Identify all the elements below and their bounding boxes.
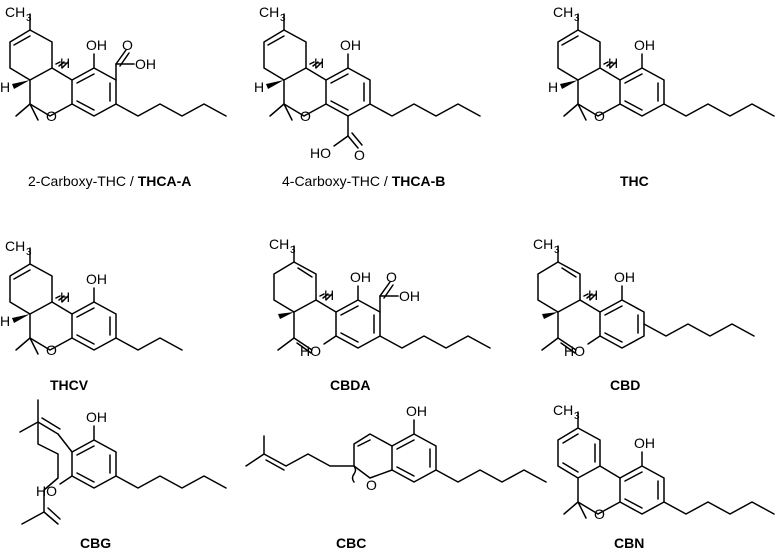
- oxygen-label: O: [46, 342, 57, 358]
- hydroxyl-label: OH: [86, 409, 107, 425]
- hydroxyl-label: OH: [86, 271, 107, 287]
- methyl-label: [259, 4, 286, 24]
- hydroxyl-label: OH: [406, 403, 427, 419]
- hydrogen-label: H: [314, 55, 324, 71]
- acid-o-label: O: [386, 269, 397, 285]
- methyl-label: [533, 236, 560, 256]
- methyl-label: [553, 402, 580, 422]
- methyl-label: [5, 4, 32, 24]
- structure-thcv: OH H H O: [0, 238, 183, 358]
- pentyl-chain: [369, 103, 481, 117]
- hydrogen-label: H: [0, 313, 10, 329]
- structure-cbd: OH H HO: [533, 236, 755, 359]
- hydrogen-label: H: [548, 79, 558, 95]
- structure-cbc: OH O: [245, 403, 547, 493]
- structure-cbda: OH H HO O OH: [269, 236, 491, 359]
- caption-cbn: CBN: [614, 535, 644, 551]
- hydrogen-label: H: [608, 55, 618, 71]
- caption-thca-b: 4-Carboxy-THC / THCA-B: [282, 173, 445, 189]
- hydrogen-label: H: [588, 287, 598, 303]
- structure-thca-b: OH H H O HO O: [254, 4, 481, 163]
- acid-o-label: O: [354, 147, 365, 163]
- oxygen-label: O: [366, 477, 377, 493]
- acid-o-label: O: [122, 37, 133, 53]
- caption-thca-a: 2-Carboxy-THC / THCA-A: [28, 173, 191, 189]
- hydrogen-label: H: [0, 79, 10, 95]
- hydrogen-label: H: [254, 79, 264, 95]
- carboxyl-group: [115, 49, 135, 81]
- caption-cbg: CBG: [80, 535, 111, 551]
- oxygen-label: O: [46, 108, 57, 124]
- carboxyl-group: [379, 281, 399, 313]
- oxygen-label: O: [594, 506, 605, 522]
- caption-cbda: CBDA: [330, 377, 370, 393]
- hydroxyl-label: OH: [634, 435, 655, 451]
- hydroxyl-label-lower: HO: [36, 483, 57, 499]
- pentyl-chain: [663, 103, 775, 117]
- structure-thca-a: OH H H O O OH: [0, 4, 227, 124]
- hydroxyl-label-lower: HO: [300, 343, 321, 359]
- hydrogen-label: H: [60, 289, 70, 305]
- methyl-label: [269, 236, 296, 256]
- structure-cbn: OH O: [553, 402, 775, 522]
- hydroxyl-label: OH: [614, 269, 635, 285]
- pentyl-chain: [435, 469, 547, 483]
- hydroxyl-label: OH: [634, 37, 655, 53]
- methyl-label: [5, 238, 32, 258]
- caption-thcv: THCV: [50, 377, 89, 393]
- hydrogen-label: H: [60, 55, 70, 71]
- pentyl-chain: [379, 335, 491, 349]
- structure-thc: OH H H O: [548, 4, 775, 124]
- acid-oh-label: OH: [399, 288, 420, 304]
- methyl-label: [553, 4, 580, 24]
- caption-thc: THC: [620, 173, 649, 189]
- hydroxyl-label: OH: [340, 37, 361, 53]
- structure-cbg: OH HO: [19, 399, 227, 525]
- hydroxyl-label: OH: [86, 37, 107, 53]
- caption-cbd: CBD: [610, 377, 640, 393]
- hydrogen-label: H: [324, 287, 334, 303]
- oxygen-label: O: [300, 108, 311, 124]
- hydroxyl-label-lower: HO: [564, 343, 585, 359]
- pentyl-chain: [115, 475, 227, 489]
- oxygen-label: O: [594, 108, 605, 124]
- pentyl-chain: [643, 323, 755, 337]
- acid-oh-label: OH: [135, 56, 156, 72]
- acid-ho-label: HO: [310, 145, 331, 161]
- pentyl-chain: [663, 501, 775, 515]
- pentyl-chain: [115, 103, 227, 117]
- hydroxyl-label: OH: [350, 269, 371, 285]
- caption-cbc: CBC: [336, 535, 366, 551]
- propyl-chain: [115, 337, 183, 351]
